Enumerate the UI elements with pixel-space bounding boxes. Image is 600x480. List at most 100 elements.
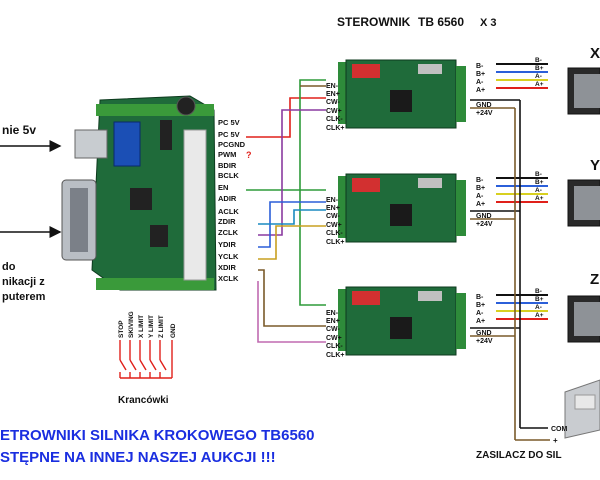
driver-output-label: A+ (476, 87, 485, 94)
driver-input-label: CW- (326, 213, 341, 220)
driver-input-label: CW- (326, 99, 341, 106)
signal-wires (246, 79, 326, 343)
pwm-note: ? (246, 150, 252, 160)
driver-output-label: A- (476, 310, 484, 317)
driver-output-label: A- (476, 79, 484, 86)
motor-coil-label: B+ (535, 65, 544, 72)
limit-switch (119, 359, 127, 371)
header-count: X 3 (480, 17, 497, 29)
limit-caption: Krancówki (118, 395, 169, 406)
breakout-pin: XDIR (218, 263, 237, 272)
driver-output-label: GND (476, 102, 492, 109)
breakout-pin: PC 5V (218, 130, 240, 139)
motor-coil-label: B+ (535, 179, 544, 186)
motor-coil-label: B- (535, 171, 542, 178)
comm-label-1: do (2, 261, 16, 273)
wire-en (299, 190, 326, 306)
motor-coil-label: B+ (535, 296, 544, 303)
driver-input-label: CLK- (326, 343, 343, 350)
stepper-motor: B-B+A-A+Y (535, 157, 600, 227)
limit-pin: SKIVING (128, 311, 135, 338)
wire-en (246, 79, 326, 191)
limit-pin: Y LIMIT (148, 315, 155, 338)
motor-axis-label: X (590, 45, 600, 62)
motor-coil-label: A- (535, 304, 542, 311)
stepper-motor: B-B+A-A+X (535, 45, 600, 115)
limit-switch (129, 359, 137, 371)
driver-input-label: EN- (326, 83, 339, 90)
motor-coil-label: B- (535, 288, 542, 295)
driver-output-label: +24V (476, 110, 493, 117)
motors: B-B+A-A+XB-B+A-A+YB-B+A-A+Z (535, 45, 600, 343)
header-title: STEROWNIK (337, 15, 411, 29)
motor-coil-label: A- (535, 73, 542, 80)
driver-output-label: A+ (476, 318, 485, 325)
driver-input-label: CLK- (326, 116, 343, 123)
driver-output-label: B- (476, 63, 484, 70)
driver-output-label: +24V (476, 221, 493, 228)
limit-pin: GND (170, 323, 177, 338)
driver-input-label: EN- (326, 310, 339, 317)
driver-input-label: CLK+ (326, 239, 344, 246)
driver-output-label: B+ (476, 302, 485, 309)
stepper-motor: B-B+A-A+ Z (535, 271, 600, 343)
wire-xdir (258, 269, 326, 327)
power-supply (564, 379, 600, 439)
psu-com-label: COM (551, 426, 568, 433)
breakout-pin: BDIR (218, 161, 237, 170)
wire-clk (258, 109, 326, 236)
driver-input-label: EN+ (326, 318, 340, 325)
motor-coil-label: B- (535, 57, 542, 64)
breakout-pin: BCLK (218, 171, 239, 180)
wire-yclk (258, 225, 326, 260)
driver-output-label: A+ (476, 201, 485, 208)
breakout-pin: EN (218, 183, 228, 192)
breakout-pin: ACLK (218, 207, 239, 216)
drivers: EN-EN+CW-CW+CLK-CLK+B-B+A-A+GND+24VEN-EN… (326, 59, 550, 441)
driver-input-label: CW+ (326, 108, 342, 115)
motor-coil-label: A- (535, 187, 542, 194)
limit-pin: Z LIMIT (158, 315, 165, 338)
breakout-pin: YCLK (218, 252, 239, 261)
motor-axis-label: Z (590, 271, 599, 288)
limit-switch (149, 359, 157, 371)
driver-output-label: +24V (476, 338, 493, 345)
breakout-pin: ZDIR (218, 217, 236, 226)
footer-line-2: STĘPNE NA INNEJ NASZEJ AUKCJI !!! (0, 449, 276, 466)
driver-output-label: A- (476, 193, 484, 200)
motor-axis-label: Y (590, 157, 600, 174)
limit-pin: X LIMIT (138, 315, 145, 338)
motor-coil-label: A+ (535, 312, 544, 319)
header-model: TB 6560 (418, 15, 464, 29)
breakout-board (61, 95, 217, 291)
breakout-pin: ZCLK (218, 228, 239, 237)
breakout-pin: PCGND (218, 140, 246, 149)
driver-input-label: CW+ (326, 335, 342, 342)
footer-line-1: ETROWNIKI SILNIKA KROKOWEGO TB6560 (0, 427, 314, 444)
driver-input-label: CLK+ (326, 352, 344, 359)
driver-input-label: EN- (326, 197, 339, 204)
limit-switch (159, 359, 167, 371)
driver-output-label: GND (476, 330, 492, 337)
limit-pin: STOP (118, 320, 125, 338)
driver-input-label: EN+ (326, 205, 340, 212)
driver-input-label: CW- (326, 326, 341, 333)
driver-input-label: EN+ (326, 91, 340, 98)
driver-input-label: CLK- (326, 230, 343, 237)
breakout-pin: YDIR (218, 240, 237, 249)
psu-plus-label: + (553, 436, 558, 445)
driver-output-label: B+ (476, 185, 485, 192)
comm-label-2: nikacji z (2, 276, 45, 288)
wire-zdir (258, 209, 326, 225)
breakout-pin: ADIR (218, 194, 237, 203)
limit-switch (139, 359, 147, 371)
driver-board: EN-EN+CW-CW+CLK-CLK+B-B+A-A+GND+24V (326, 286, 548, 359)
driver-output-label: B+ (476, 71, 485, 78)
limit-switches (119, 340, 173, 379)
psu-caption: ZASILACZ DO SIL (476, 450, 562, 461)
breakout-pin: PC 5V (218, 118, 240, 127)
power-label: nie 5v (2, 123, 36, 137)
wire-xclk (257, 281, 326, 343)
